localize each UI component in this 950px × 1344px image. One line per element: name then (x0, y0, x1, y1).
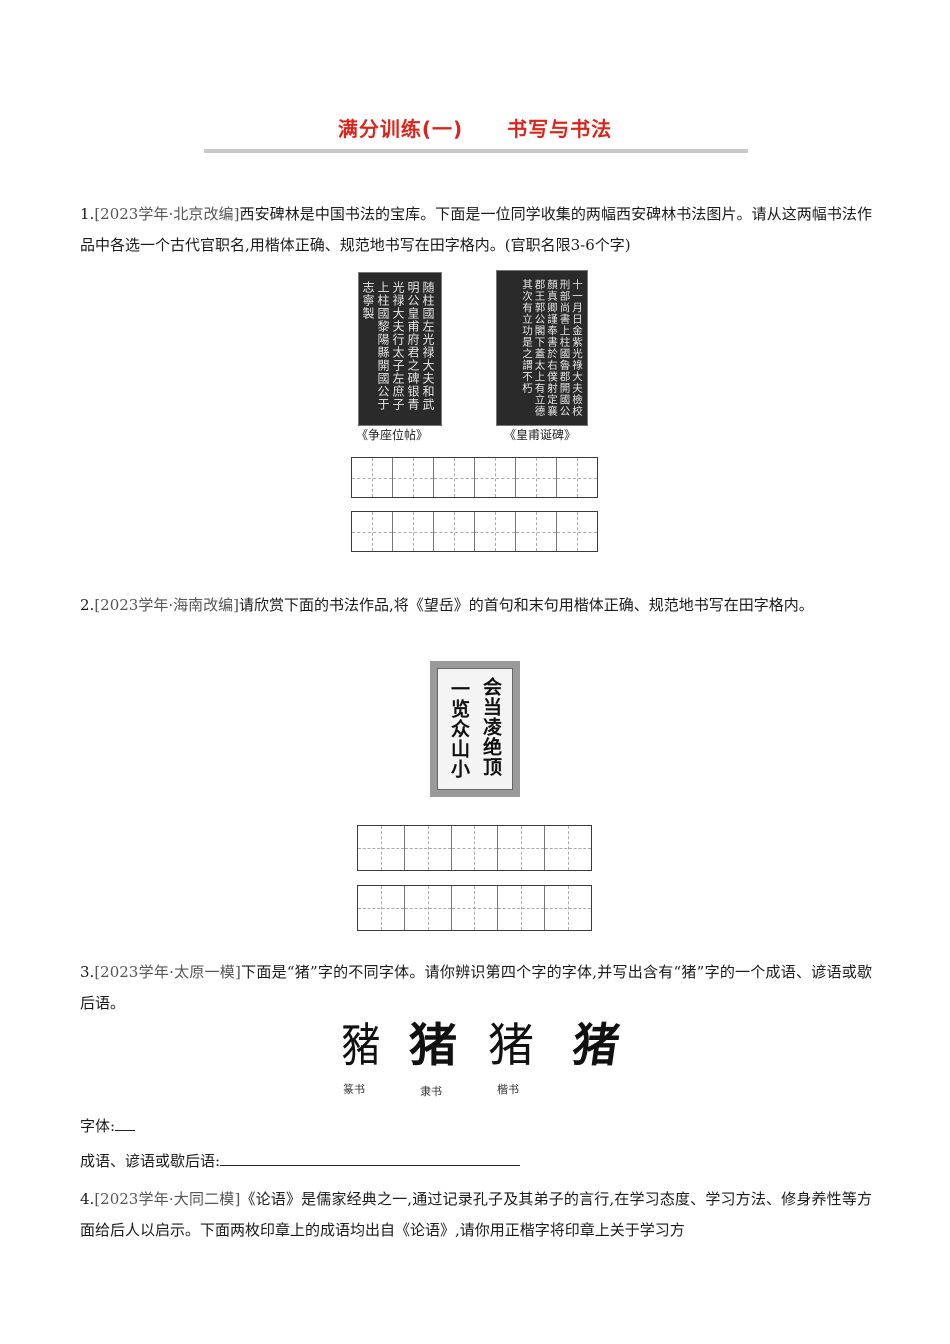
question-number: 2. (80, 596, 95, 614)
image-caption: 《皇甫诞碑》 (504, 428, 577, 442)
question-source: [2023学年·太原一模] (94, 963, 241, 981)
question-number: 4. (80, 1190, 95, 1208)
answer-font-line: 字体: (80, 1111, 136, 1142)
answer-blank[interactable] (115, 1112, 136, 1131)
question-source: [2023学年·北京改编] (94, 205, 240, 223)
question-text: 下面是“猪”字的不同字体。请你辨识第四个字的字体,并写出含有“猪”字的一个成语、… (80, 963, 872, 1012)
glyph-caption: 楷书 (497, 1083, 519, 1096)
calligraphy-image-zhengzuowei: 随柱國左光禄大夫和武明公皇甫府君之碑银青光禄大夫行太子左庶子上柱國黎陽縣開國公于… (358, 272, 442, 426)
tianzige-row[interactable] (351, 457, 598, 498)
calligraphy-image-huangfudan: 十一月日金紫光祿大夫檢校刑部尚書上柱國魯郡開國公顏真卿謹奉書於右僕射定襄郡王郭公… (496, 270, 588, 426)
title-part1: 满分训练(一) (337, 117, 464, 141)
tianzige-row[interactable] (351, 511, 598, 552)
question-text: 请欣赏下面的书法作品,将《望岳》的首句和末句用楷体正确、规范地书写在田字格内。 (238, 596, 814, 614)
question-text: 《论语》是儒家经典之一,通过记录孔子及其弟子的言行,在学习态度、学习方法、修身养… (80, 1190, 872, 1239)
question-text: 西安碑林是中国书法的宝库。下面是一位同学收集的两幅西安碑林书法图片。请从这两幅书… (80, 205, 872, 254)
answer-blank[interactable] (220, 1147, 521, 1166)
question-1: 1.[2023学年·北京改编]西安碑林是中国书法的宝库。下面是一位同学收集的两幅… (80, 199, 872, 261)
question-4: 4.[2023学年·大同二模]《论语》是儒家经典之一,通过记录孔子及其弟子的言行… (80, 1184, 872, 1246)
question-3: 3.[2023学年·太原一模]下面是“猪”字的不同字体。请你辨识第四个字的字体,… (80, 957, 872, 1019)
poem-line: 会当凌绝顶 (480, 677, 502, 777)
question-source: [2023学年·大同二模] (94, 1190, 241, 1208)
question-number: 3. (80, 963, 95, 981)
glyph-caption: 篆书 (343, 1083, 365, 1096)
tianzige-row[interactable] (357, 885, 592, 931)
answer-label: 字体: (80, 1117, 116, 1135)
calligraphy-text: 随柱國左光禄大夫和武明公皇甫府君之碑银青光禄大夫行太子左庶子上柱國黎陽縣開國公于… (361, 281, 435, 411)
glyph-lishu: 猪 (408, 1018, 458, 1072)
glyph-kaishu: 猪 (488, 1018, 534, 1072)
question-source: [2023学年·海南改编] (94, 596, 239, 614)
image-caption: 《争座位帖》 (356, 428, 429, 442)
answer-idiom-line: 成语、谚语或歇后语: (80, 1146, 521, 1177)
answer-label: 成语、谚语或歇后语: (80, 1152, 221, 1170)
calligraphy-text: 十一月日金紫光祿大夫檢校刑部尚書上柱國魯郡開國公顏真卿謹奉書於右僕射定襄郡王郭公… (521, 279, 583, 417)
glyph-zhuanshu: 豬 (341, 1018, 381, 1072)
tianzige-row[interactable] (357, 825, 592, 871)
calligraphy-image-wangyue: 会当凌绝顶 一览众山小 (430, 661, 520, 797)
title-divider (204, 149, 748, 153)
page-title: 满分训练(一) 书写与书法 (0, 113, 950, 142)
question-2: 2.[2023学年·海南改编]请欣赏下面的书法作品,将《望岳》的首句和末句用楷体… (80, 590, 872, 621)
title-part2: 书写与书法 (507, 117, 613, 141)
glyph-xingshu: 猪 (569, 1018, 623, 1072)
question-number: 1. (80, 205, 95, 223)
poem-line: 一览众山小 (448, 679, 470, 779)
glyph-caption: 隶书 (420, 1085, 442, 1098)
